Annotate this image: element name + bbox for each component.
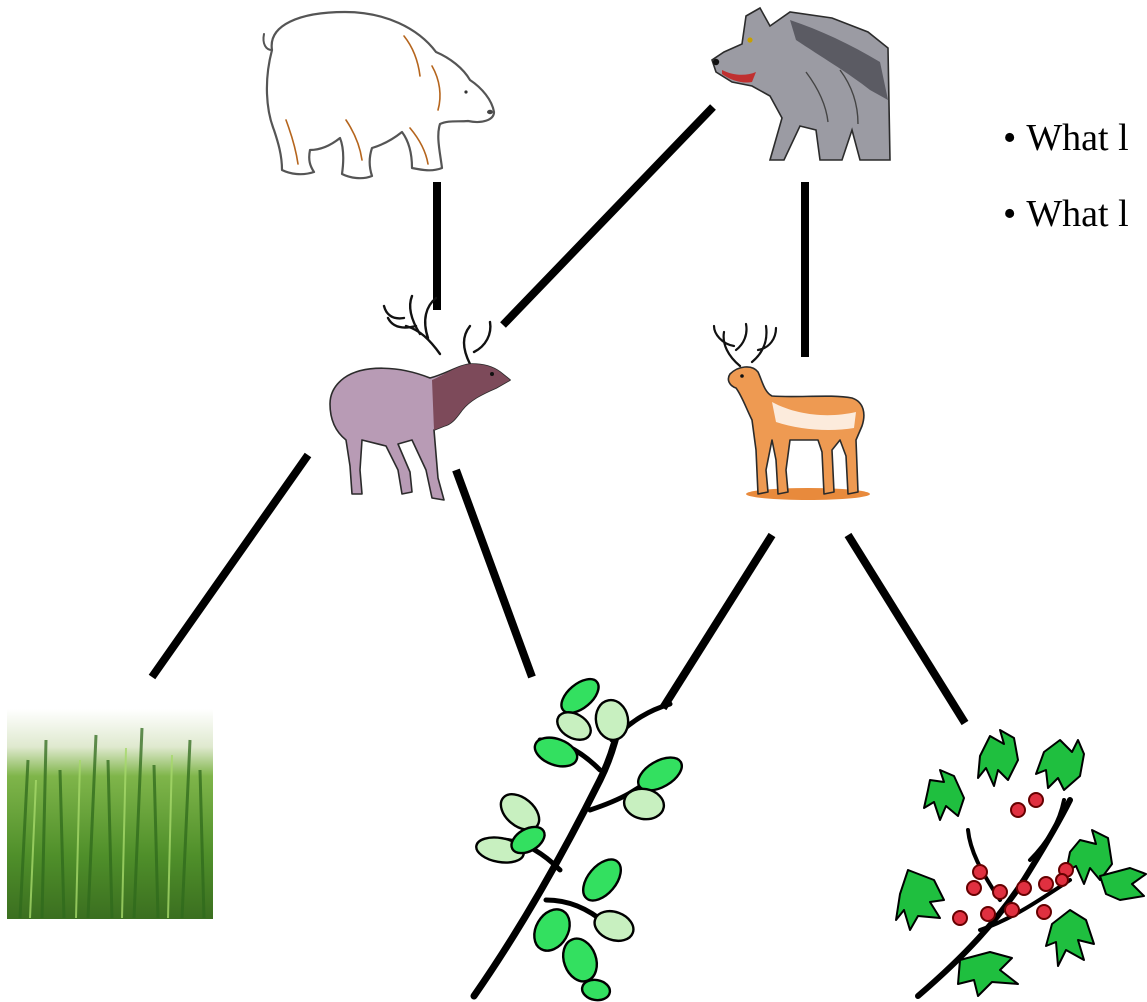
leafy-branch-icon — [474, 673, 687, 1002]
bear-icon — [263, 12, 494, 178]
question-item-2: What l — [1003, 176, 1129, 252]
elk-icon — [330, 296, 510, 500]
wolf-icon — [712, 2, 891, 162]
deer-icon — [714, 324, 870, 500]
link-deer-shrub — [663, 535, 772, 708]
link-elk-shrub — [456, 470, 532, 677]
holly-berry-icon — [896, 730, 1146, 996]
link-wolf-elk — [503, 107, 713, 325]
link-deer-holly — [848, 535, 965, 723]
link-elk-grass — [152, 455, 308, 677]
question-item-1: What l — [1003, 100, 1129, 176]
grass-icon — [7, 709, 213, 919]
question-list: What l What l — [1003, 100, 1129, 252]
